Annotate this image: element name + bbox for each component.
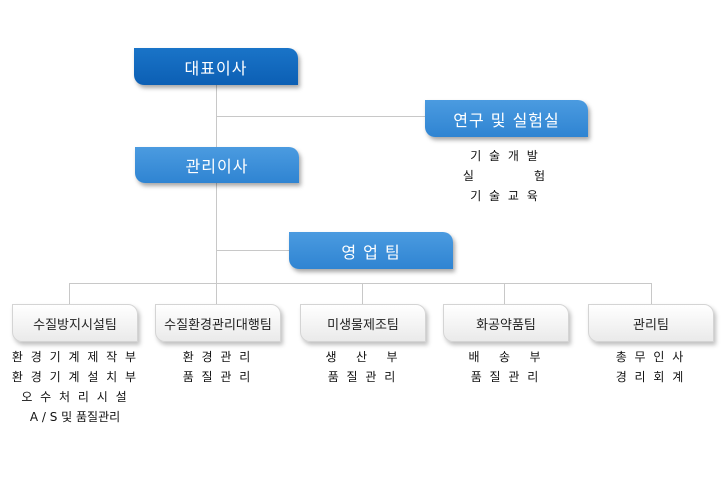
team-item: 품 질 관 리: [327, 370, 398, 384]
team-items-water-prevention: 환 경 기 계 제 작 부 환 경 기 계 설 치 부 오 수 처 리 시 설 …: [10, 347, 140, 427]
connector-team-3: [362, 283, 363, 304]
team-item: 환 경 기 계 설 치 부: [11, 370, 139, 384]
team-item: 품 질 관 리: [470, 370, 541, 384]
research-item: 기 술 교 육: [470, 189, 540, 203]
team-item: 오 수 처 리 시 설: [21, 390, 129, 404]
team-item: 총 무 인 사: [615, 350, 686, 364]
team-items-microbe: 생 산 부 품 질 관 리: [305, 347, 420, 387]
connector-teams-horizontal: [69, 283, 651, 284]
sales-box: 영 업 팀: [289, 232, 453, 269]
team-items-water-management: 환 경 관 리 품 질 관 리: [160, 347, 275, 387]
team-item: 생 산 부: [325, 350, 400, 364]
team-box-water-prevention: 수질방지시설팀: [12, 304, 138, 342]
director-box: 관리이사: [135, 147, 299, 183]
team-item: 배 송 부: [468, 350, 543, 364]
ceo-box: 대표이사: [134, 48, 298, 85]
team-item: 환 경 기 계 제 작 부: [11, 350, 139, 364]
team-item: 환 경 관 리: [182, 350, 253, 364]
research-item: 실 험: [462, 169, 548, 183]
team-box-chemical: 화공약품팀: [443, 304, 569, 342]
team-box-admin: 관리팀: [588, 304, 714, 342]
team-box-water-management: 수질환경관리대행팀: [155, 304, 281, 342]
research-item: 기 술 개 발: [470, 149, 540, 163]
team-items-admin: 총 무 인 사 경 리 회 계: [593, 347, 708, 387]
connector-team-5: [651, 283, 652, 304]
connector-team-4: [504, 283, 505, 304]
team-item: 경 리 회 계: [615, 370, 686, 384]
connector-team-2: [216, 283, 217, 304]
connector-main-vertical: [216, 85, 217, 284]
research-items: 기 술 개 발 실 험 기 술 교 육: [450, 146, 560, 206]
connector-research: [216, 116, 426, 117]
team-item: 품 질 관 리: [182, 370, 253, 384]
connector-team-1: [69, 283, 70, 304]
connector-sales: [216, 250, 290, 251]
team-items-chemical: 배 송 부 품 질 관 리: [448, 347, 563, 387]
research-box: 연구 및 실험실: [425, 100, 588, 137]
team-box-microbe: 미생물제조팀: [300, 304, 426, 342]
team-item: A / S 및 품질관리: [29, 410, 121, 424]
